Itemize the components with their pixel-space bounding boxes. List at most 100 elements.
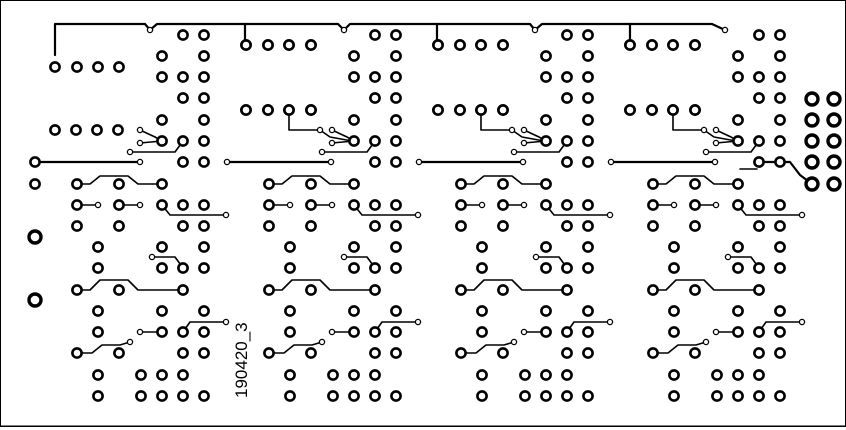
via <box>702 338 710 346</box>
via <box>798 318 806 326</box>
via <box>712 328 720 336</box>
solder-pad <box>177 29 189 41</box>
via <box>712 201 720 209</box>
solder-pad <box>647 284 659 296</box>
solder-pad <box>732 178 744 190</box>
solder-pad <box>262 104 274 116</box>
via <box>510 148 518 156</box>
solder-pad <box>497 199 509 211</box>
solder-pad <box>92 369 104 381</box>
via <box>286 201 294 209</box>
via <box>328 126 336 134</box>
mounting-pad <box>826 176 842 192</box>
solder-pad <box>198 199 210 211</box>
solder-pad <box>71 178 83 190</box>
solder-pad <box>774 326 786 338</box>
copper-trace <box>672 109 737 142</box>
solder-pad <box>92 241 104 253</box>
copper-trace <box>652 341 707 354</box>
solder-pad <box>711 390 723 402</box>
solder-pad <box>369 369 381 381</box>
solder-pad <box>198 326 210 338</box>
solder-pad <box>156 50 168 62</box>
via <box>414 318 422 326</box>
solder-pad <box>240 39 252 51</box>
solder-pad <box>774 390 786 402</box>
copper-trace <box>480 109 545 142</box>
via <box>520 328 528 336</box>
copper-trace <box>76 279 184 291</box>
solder-pad <box>263 178 275 190</box>
via <box>712 139 720 147</box>
solder-pad <box>348 390 360 402</box>
solder-pad <box>156 390 168 402</box>
via <box>222 211 230 219</box>
via <box>798 211 806 219</box>
mounting-pad <box>804 176 820 192</box>
via <box>340 253 348 261</box>
via <box>136 201 144 209</box>
copper-trace <box>652 175 739 185</box>
solder-pad <box>29 178 41 190</box>
via <box>148 253 156 261</box>
via <box>711 158 719 166</box>
solder-pad <box>348 199 360 211</box>
solder-pad <box>177 156 189 168</box>
copper-trace <box>737 204 803 216</box>
via <box>136 126 144 134</box>
solder-pad <box>29 156 41 168</box>
solder-pad <box>753 220 765 232</box>
solder-pad <box>92 305 104 317</box>
solder-pad <box>455 178 467 190</box>
solder-pad <box>305 284 317 296</box>
solder-pad <box>240 104 252 116</box>
solder-pad <box>454 104 466 116</box>
solder-pad <box>753 71 765 83</box>
via <box>136 139 144 147</box>
via <box>126 338 134 346</box>
solder-pad <box>647 178 659 190</box>
solder-pad <box>71 284 83 296</box>
solder-pad <box>476 390 488 402</box>
mounting-pad <box>804 91 820 107</box>
solder-pad <box>390 305 402 317</box>
solder-pad <box>369 71 381 83</box>
solder-pad <box>369 262 381 274</box>
solder-pad <box>156 114 168 126</box>
solder-pad <box>198 92 210 104</box>
solder-pad <box>390 92 402 104</box>
via <box>606 318 614 326</box>
solder-pad <box>177 199 189 211</box>
solder-pad <box>198 71 210 83</box>
mounting-pad <box>27 229 43 245</box>
copper-trace <box>76 341 131 354</box>
via <box>702 148 710 156</box>
solder-pad <box>647 220 659 232</box>
solder-pad <box>369 156 381 168</box>
solder-pad <box>582 92 594 104</box>
mounting-pad <box>826 91 842 107</box>
solder-pad <box>582 220 594 232</box>
solder-pad <box>390 114 402 126</box>
solder-pad <box>689 347 701 359</box>
solder-pad <box>561 29 573 41</box>
solder-pad <box>284 305 296 317</box>
solder-pad <box>582 29 594 41</box>
solder-pad <box>540 199 552 211</box>
solder-pad <box>156 262 168 274</box>
solder-pad <box>476 369 488 381</box>
copper-trace <box>268 279 376 291</box>
copper-trace <box>53 22 727 57</box>
via <box>318 148 326 156</box>
solder-pad <box>582 326 594 338</box>
solder-pad <box>774 241 786 253</box>
solder-pad <box>455 347 467 359</box>
solder-pad <box>156 178 168 190</box>
solder-pad <box>369 390 381 402</box>
solder-pad <box>561 284 573 296</box>
solder-pad <box>348 135 360 147</box>
solder-pad <box>753 262 765 274</box>
via <box>415 158 423 166</box>
solder-pad <box>774 262 786 274</box>
